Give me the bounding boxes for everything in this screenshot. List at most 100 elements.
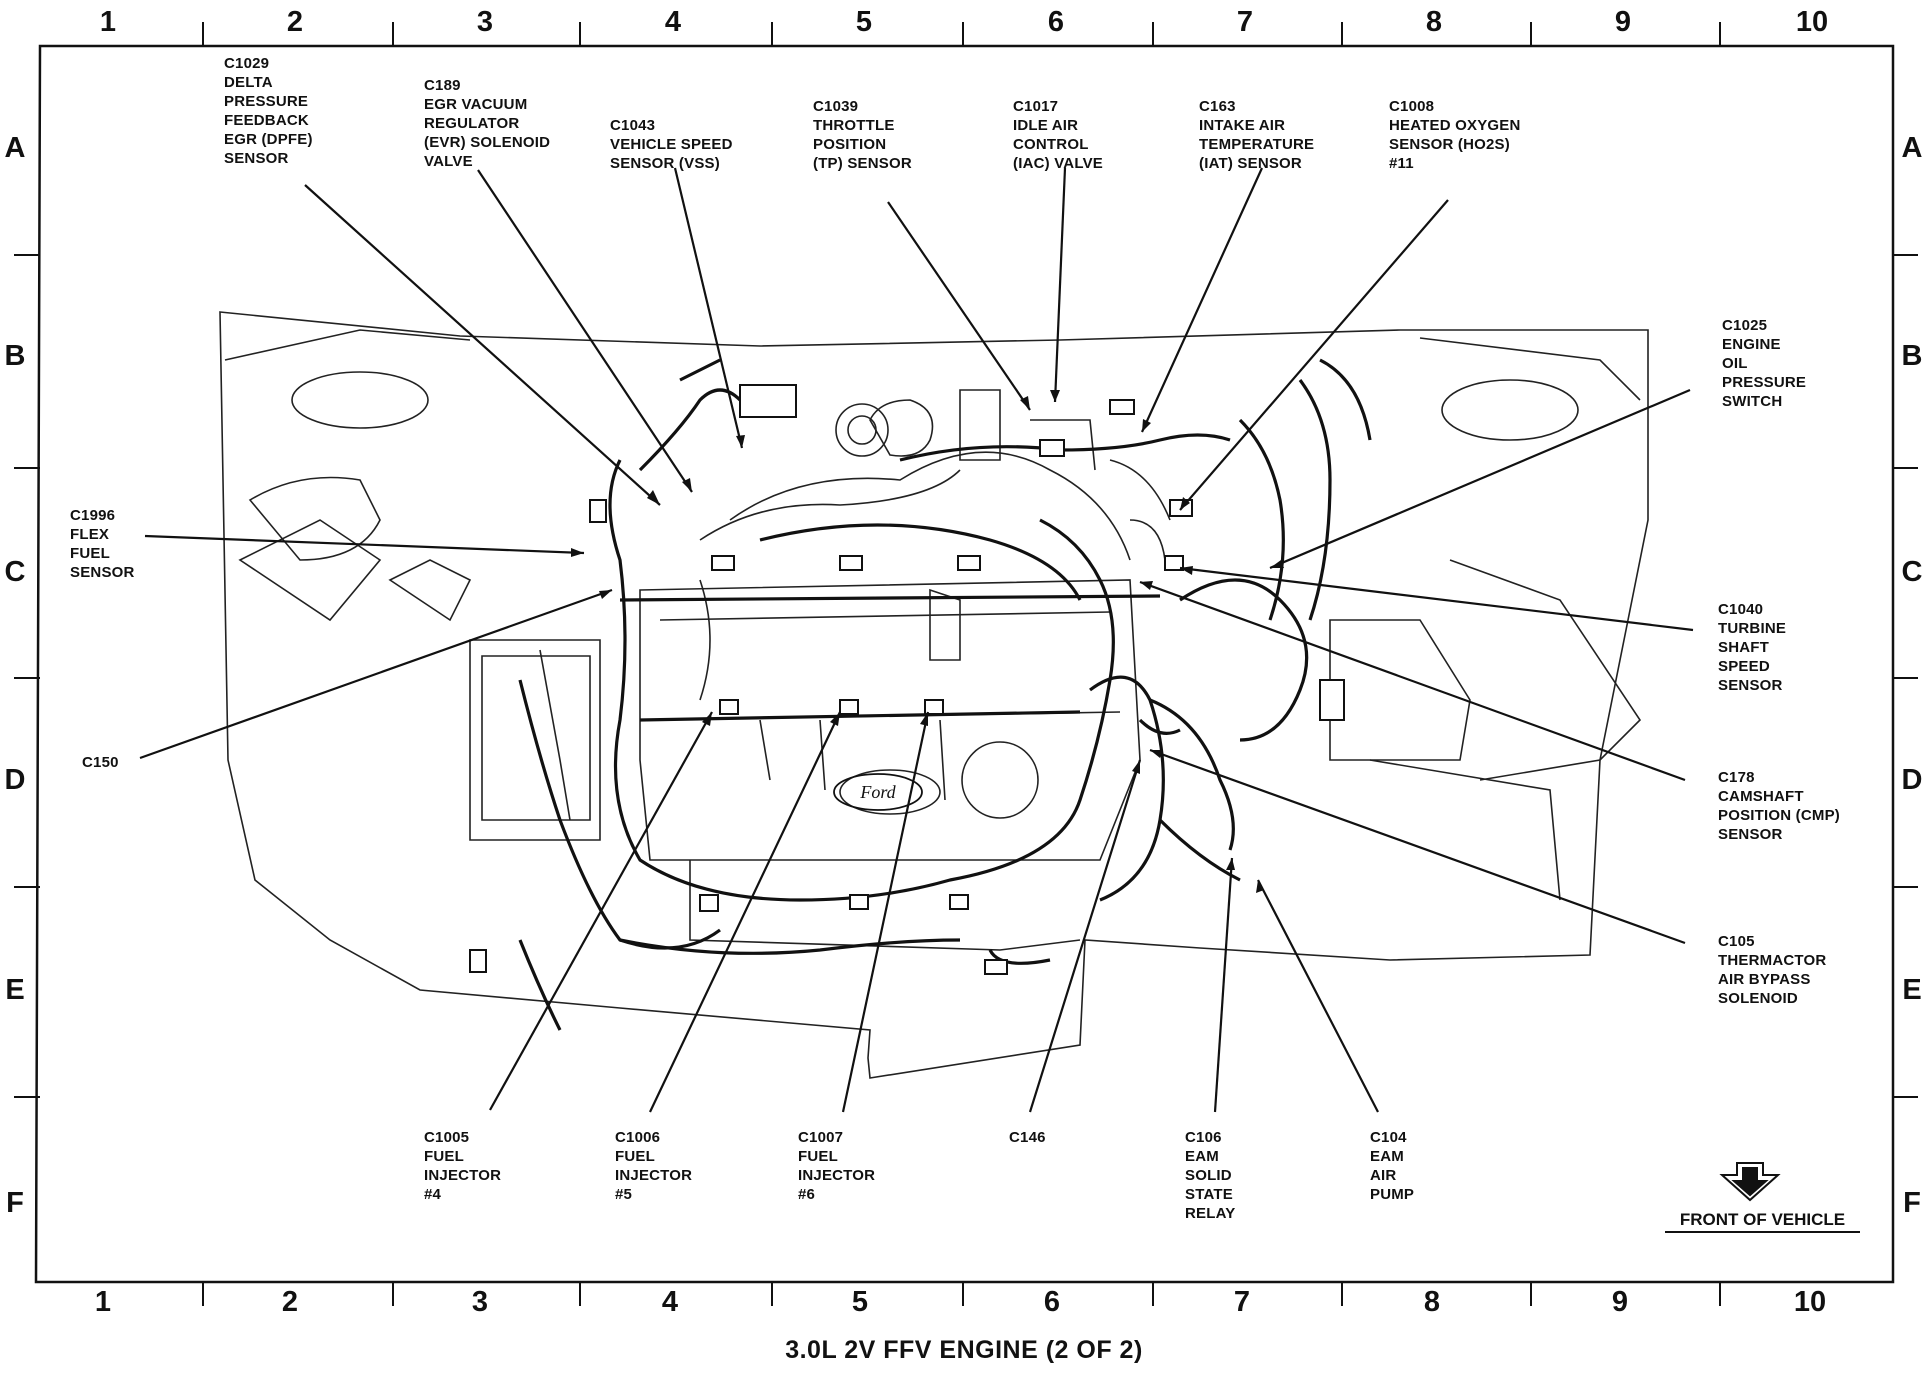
label-line: REGULATOR xyxy=(424,115,520,132)
label-line: C1043 xyxy=(610,117,656,134)
label-line: SOLENOID xyxy=(1718,990,1798,1007)
column-label-4: 4 xyxy=(664,6,682,38)
label-line: AIR xyxy=(1370,1167,1397,1184)
label-line: TEMPERATURE xyxy=(1199,136,1315,153)
label-line: SWITCH xyxy=(1722,393,1783,410)
label-c189: C189 EGR VACUUM REGULATOR (EVR) SOLENOID… xyxy=(424,76,550,171)
label-line: FUEL xyxy=(798,1148,838,1165)
column-label-8: 8 xyxy=(1423,1286,1441,1318)
label-c146: C146 xyxy=(1009,1128,1046,1147)
label-line: AIR BYPASS xyxy=(1718,971,1811,988)
label-line: POSITION (CMP) xyxy=(1718,807,1840,824)
column-label-9: 9 xyxy=(1614,6,1632,38)
grid-ticks xyxy=(14,22,1918,1306)
label-line: C146 xyxy=(1009,1129,1046,1146)
column-label-5: 5 xyxy=(855,6,873,38)
label-line: C163 xyxy=(1199,98,1236,115)
label-line: ENGINE xyxy=(1722,336,1781,353)
label-line: (IAT) SENSOR xyxy=(1199,155,1302,172)
label-c1005: C1005 FUEL INJECTOR #4 xyxy=(424,1128,501,1204)
label-c1025: C1025 ENGINE OIL PRESSURE SWITCH xyxy=(1722,316,1806,411)
row-label-f: F xyxy=(6,1187,24,1219)
column-label-7: 7 xyxy=(1236,6,1254,38)
label-line: RELAY xyxy=(1185,1205,1236,1222)
label-line: FUEL xyxy=(424,1148,464,1165)
label-c1029: C1029 DELTA PRESSURE FEEDBACK EGR (DPFE)… xyxy=(224,54,313,168)
engine-body xyxy=(639,389,1171,951)
label-line: SHAFT xyxy=(1718,639,1769,656)
harness-connectors xyxy=(469,384,1345,975)
label-line: IDLE AIR xyxy=(1013,117,1079,134)
label-line: CONTROL xyxy=(1013,136,1089,153)
label-line: #6 xyxy=(798,1186,816,1203)
column-label-6: 6 xyxy=(1043,1286,1061,1318)
label-line: OIL xyxy=(1722,355,1748,372)
leader-arrowheads xyxy=(571,390,1284,893)
label-line: STATE xyxy=(1185,1186,1233,1203)
row-label-e: E xyxy=(5,974,25,1006)
label-line: TURBINE xyxy=(1718,620,1787,637)
label-line: #5 xyxy=(615,1186,633,1203)
label-line: SENSOR xyxy=(1718,677,1783,694)
label-line: C1007 xyxy=(798,1129,844,1146)
label-line: C1039 xyxy=(813,98,859,115)
label-line: #11 xyxy=(1389,155,1414,172)
label-line: THROTTLE xyxy=(813,117,895,134)
label-line: C1006 xyxy=(615,1129,661,1146)
label-line: C1008 xyxy=(1389,98,1435,115)
label-line: C105 xyxy=(1718,933,1755,950)
label-c1008: C1008 HEATED OXYGEN SENSOR (HO2S) #11 xyxy=(1389,97,1521,173)
row-label-b: B xyxy=(4,340,26,372)
label-line: FUEL xyxy=(615,1148,655,1165)
label-line: POSITION xyxy=(813,136,887,153)
label-line: C1029 xyxy=(224,55,270,72)
leader-lines xyxy=(139,167,1694,1113)
label-line: (IAC) VALVE xyxy=(1013,155,1103,172)
label-line: FUEL xyxy=(70,545,110,562)
row-label-b: B xyxy=(1901,340,1923,372)
label-line: PRESSURE xyxy=(1722,374,1807,391)
label-c1040: C1040 TURBINE SHAFT SPEED SENSOR xyxy=(1718,600,1786,695)
label-c163: C163 INTAKE AIR TEMPERATURE (IAT) SENSOR xyxy=(1199,97,1314,173)
label-line: (TP) SENSOR xyxy=(813,155,912,172)
label-c105: C105 THERMACTOR AIR BYPASS SOLENOID xyxy=(1718,932,1826,1008)
label-line: INTAKE AIR xyxy=(1199,117,1286,134)
column-label-3: 3 xyxy=(476,6,494,38)
column-label-6: 6 xyxy=(1047,6,1065,38)
ford-badge-text: Ford xyxy=(859,782,896,802)
label-line: VEHICLE SPEED xyxy=(610,136,733,153)
label-line: C1005 xyxy=(424,1129,470,1146)
column-label-8: 8 xyxy=(1425,6,1443,38)
label-line: C178 xyxy=(1718,769,1755,786)
row-label-e: E xyxy=(1902,974,1922,1006)
label-line: FEEDBACK xyxy=(224,112,309,129)
row-label-d: D xyxy=(4,764,26,796)
column-label-9: 9 xyxy=(1611,1286,1629,1318)
label-c1996: C1996 FLEX FUEL SENSOR xyxy=(70,506,135,582)
label-c178: C178 CAMSHAFT POSITION (CMP) SENSOR xyxy=(1718,768,1840,844)
label-line: #4 xyxy=(424,1186,442,1203)
label-line: HEATED OXYGEN xyxy=(1389,117,1521,134)
label-line: INJECTOR xyxy=(798,1167,876,1184)
label-line: EGR (DPFE) xyxy=(224,131,313,148)
column-label-10: 10 xyxy=(1795,6,1829,38)
label-line: EAM xyxy=(1370,1148,1404,1165)
column-label-2: 2 xyxy=(286,6,304,38)
front-of-vehicle-label: FRONT OF VEHICLE xyxy=(1665,1210,1860,1233)
label-line: SENSOR xyxy=(1718,826,1783,843)
label-line: PRESSURE xyxy=(224,93,309,110)
label-c1017: C1017 IDLE AIR CONTROL (IAC) VALVE xyxy=(1013,97,1103,173)
label-line: C106 xyxy=(1185,1129,1222,1146)
label-line: INJECTOR xyxy=(424,1167,502,1184)
label-c150: C150 xyxy=(82,753,119,772)
label-line: VALVE xyxy=(424,153,473,170)
front-arrow-icon xyxy=(1719,1162,1781,1202)
label-line: C1040 xyxy=(1718,601,1764,618)
column-label-1: 1 xyxy=(94,1286,112,1318)
label-line: C189 xyxy=(424,77,461,94)
label-line: C1017 xyxy=(1013,98,1059,115)
column-label-3: 3 xyxy=(471,1286,489,1318)
label-line: EAM xyxy=(1185,1148,1219,1165)
